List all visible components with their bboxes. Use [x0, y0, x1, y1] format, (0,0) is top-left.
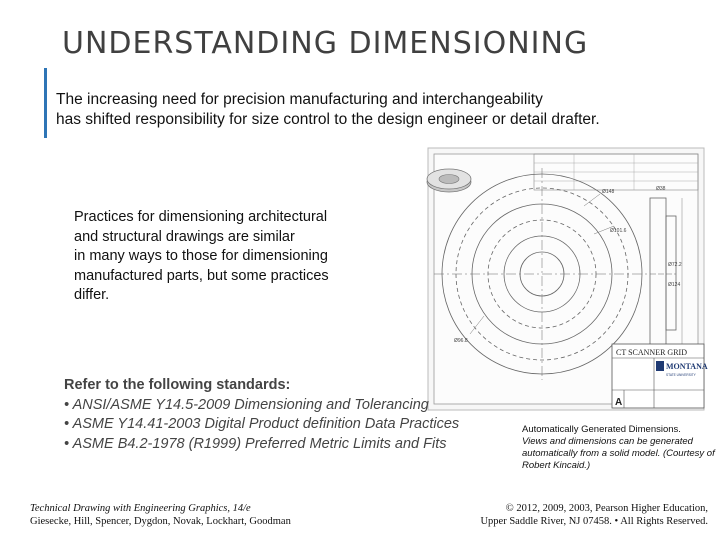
- practices-line: Practices for dimensioning architectural: [74, 209, 328, 225]
- dim-label: Ø38: [656, 186, 666, 192]
- dim-label: Ø96.8: [454, 338, 468, 344]
- title-block-logo: MONTANA: [666, 362, 708, 371]
- practices-line: and structural drawings are similar: [74, 228, 295, 245]
- intro-line-1: The increasing need for precision manufa…: [56, 91, 543, 108]
- dim-label: Ø124: [668, 282, 680, 288]
- practices-line: in many ways to those for dimensioning: [74, 248, 328, 264]
- footer-copyright: © 2012, 2009, 2003, Pearson Higher Educa…: [480, 502, 708, 528]
- title-block: CT SCANNER GRID MONTANA STATE UNIVERSITY…: [611, 343, 708, 409]
- part-thumbnail: [426, 168, 472, 193]
- accent-bar: [44, 68, 47, 138]
- side-view: [649, 197, 683, 349]
- footer-authors: Giesecke, Hill, Spencer, Dygdon, Novak, …: [30, 516, 291, 527]
- caption-title: Automatically Generated Dimensions.: [522, 424, 681, 435]
- title-block-title: CT SCANNER GRID: [616, 348, 687, 357]
- intro-line-2: has shifted responsibility for size cont…: [56, 111, 600, 128]
- engineering-drawing-figure: Ø148 Ø101.6 Ø96.8 Ø72.2 Ø124 Ø38 CT SCAN…: [424, 146, 708, 412]
- footer-book-title: Technical Drawing with Engineering Graph…: [30, 503, 251, 514]
- footer-address-line: Upper Saddle River, NJ 07458. • All Righ…: [480, 516, 708, 527]
- standard-item: • ANSI/ASME Y14.5-2009 Dimensioning and …: [64, 396, 429, 413]
- practices-line: differ.: [74, 287, 110, 303]
- slide-title: UNDERSTANDING DIMENSIONING: [62, 26, 589, 61]
- dim-label: Ø148: [602, 189, 614, 195]
- title-block-logo-sub: STATE UNIVERSITY: [666, 373, 697, 377]
- title-block-size: A: [615, 397, 622, 408]
- dim-label: Ø72.2: [668, 262, 682, 268]
- front-view: [434, 168, 650, 380]
- standards-heading: Refer to the following standards:: [64, 377, 291, 393]
- standard-item: • ASME B4.2-1978 (R1999) Preferred Metri…: [64, 435, 447, 452]
- dim-label: Ø101.6: [610, 228, 627, 234]
- intro-paragraph: The increasing need for precision manufa…: [56, 90, 716, 130]
- engineering-drawing: Ø148 Ø101.6 Ø96.8 Ø72.2 Ø124 Ø38 CT SCAN…: [426, 147, 708, 411]
- figure-caption: Automatically Generated Dimensions. View…: [522, 424, 718, 472]
- standards-list: Refer to the following standards: • ANSI…: [64, 376, 524, 454]
- practices-line: manufactured parts, but some practices: [74, 267, 329, 284]
- caption-body: Views and dimensions can be generated au…: [522, 436, 715, 471]
- footer-book-credit: Technical Drawing with Engineering Graph…: [30, 502, 291, 528]
- standard-item: • ASME Y14.41-2003 Digital Product defin…: [64, 416, 460, 432]
- footer-copyright-line: © 2012, 2009, 2003, Pearson Higher Educa…: [505, 503, 708, 514]
- practices-paragraph: Practices for dimensioning architectural…: [74, 208, 374, 306]
